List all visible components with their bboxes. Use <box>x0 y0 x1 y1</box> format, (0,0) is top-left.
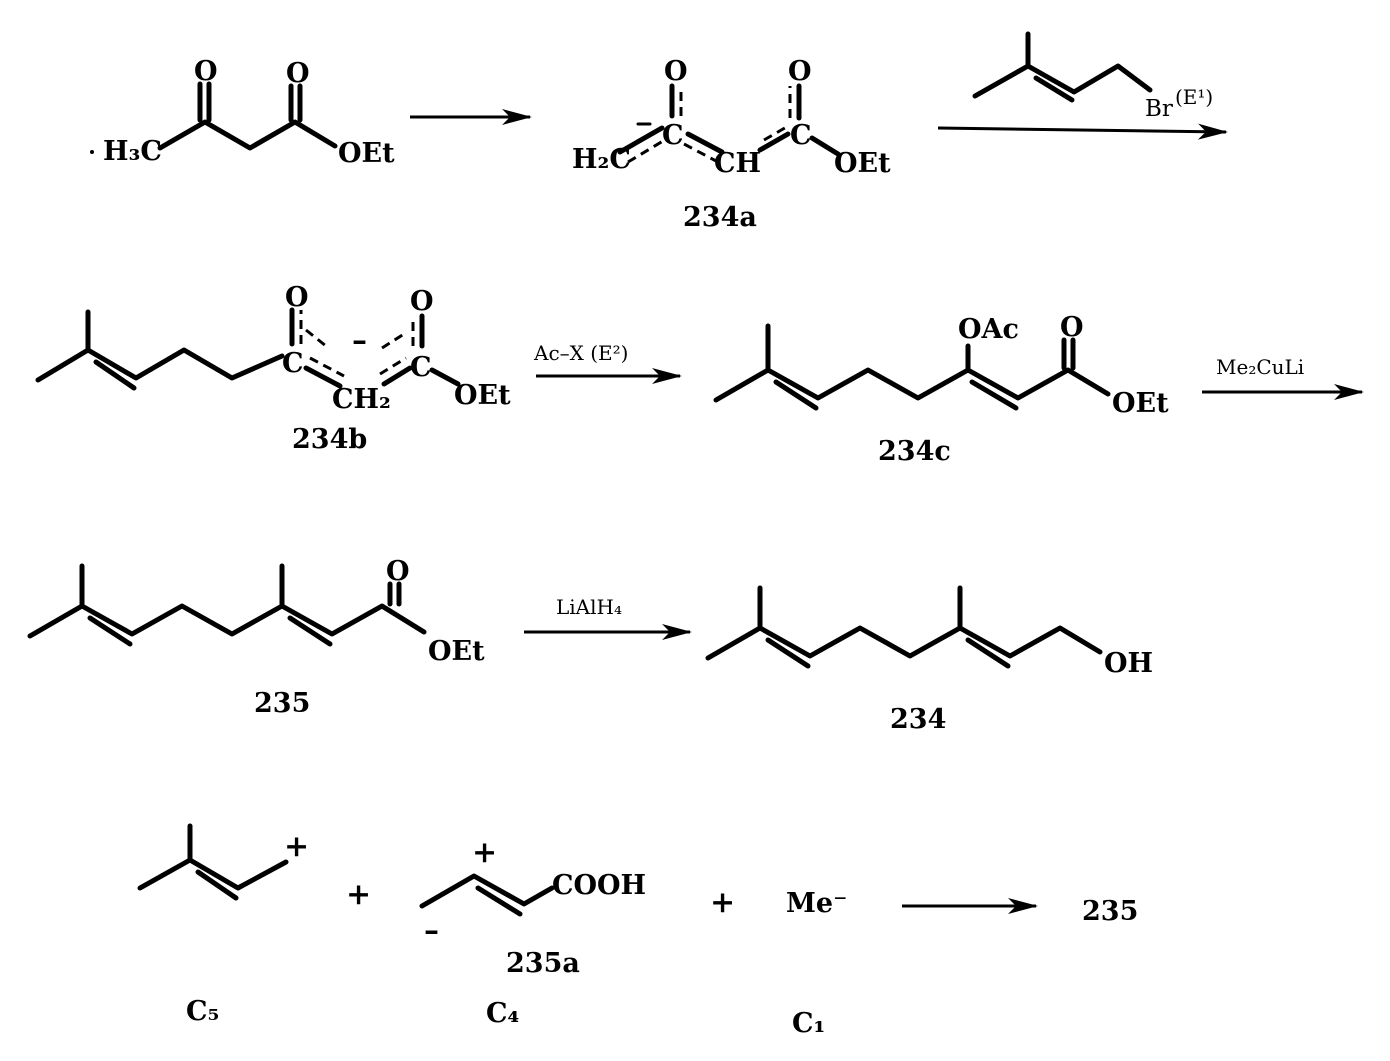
235a-plus-charge: + <box>472 835 497 870</box>
prenyl-double-inner <box>1033 75 1075 103</box>
prenyl-skeleton <box>972 63 1153 99</box>
compound-label-234b: 234b <box>292 424 367 455</box>
atom-c-ketone: C <box>662 120 684 151</box>
235a-skeleton <box>419 873 555 909</box>
plus-sign-1: + <box>346 877 371 912</box>
c5-plus-charge: + <box>284 829 309 864</box>
deloc-h2c-c <box>627 136 669 164</box>
compound-label-235a: 235a <box>506 948 580 979</box>
skeleton-bonds <box>157 119 338 151</box>
plus-sign-2: + <box>710 885 735 920</box>
reagent-e1: (E¹) <box>1175 85 1213 109</box>
bond-c-ch2 <box>303 365 343 389</box>
atom-oet: OEt <box>338 138 395 169</box>
skeleton-235 <box>27 603 427 639</box>
compound-235: O OEt 235 <box>27 556 485 719</box>
methyl-anion: Me⁻ C₁ <box>786 888 847 1039</box>
fragment-c5: + C₅ <box>137 823 309 1027</box>
arrow-2 <box>937 123 1228 140</box>
atom-oac: OAc <box>958 314 1019 345</box>
atom-c-ester: C <box>790 120 812 151</box>
atom-oet-234a: OEt <box>834 148 891 179</box>
compound-235a: + – COOH 235a C₄ <box>419 835 646 1029</box>
ethyl-acetoacetate: H₃C O O OEt <box>90 56 395 169</box>
atom-me-minus: Me⁻ <box>786 888 847 919</box>
compound-234c: OAc O OEt 234c <box>713 312 1169 467</box>
fragment-label-c5: C₅ <box>186 996 219 1027</box>
deloc-ch-c <box>763 123 791 142</box>
bond-c-ch <box>685 131 725 155</box>
atom-o-ester: O <box>286 58 310 89</box>
compound-label-234a: 234a <box>683 202 757 233</box>
reagent-lialh4: LiAlH₄ <box>556 595 622 619</box>
deloc-arc-a-234b <box>305 328 327 348</box>
atom-oet-234b: OEt <box>454 380 511 411</box>
bond-c-oet-234b <box>429 367 461 387</box>
compound-234a: H₂C C O CH C O OEt 234a <box>572 56 891 233</box>
compound-label-234: 234 <box>890 704 946 735</box>
double-inner-234-a <box>765 637 811 669</box>
compound-234b: C O – CH₂ C O OEt 234b <box>35 282 511 455</box>
compound-234: OH 234 <box>705 585 1153 735</box>
atom-c-ketone-234b: C <box>282 348 304 379</box>
atom-c-ester-234b: C <box>410 352 432 383</box>
atom-oh: OH <box>1104 648 1153 679</box>
atom-h3c: H₃C <box>103 136 162 167</box>
deloc-c-ch2 <box>309 356 345 378</box>
atom-ch: CH <box>714 148 761 179</box>
skeleton-234b <box>35 347 285 383</box>
double-inner-234c-a <box>773 379 819 411</box>
fragment-label-c4: C₄ <box>486 998 519 1029</box>
reagent-acx: Ac–X (E²) <box>533 341 628 365</box>
atom-ch2: CH₂ <box>332 384 391 415</box>
double-inner-234c-b <box>969 379 1019 411</box>
235a-double-inner <box>475 885 523 917</box>
skeleton-234 <box>705 625 1103 661</box>
atom-o-ketone-234b: O <box>285 282 309 313</box>
fragment-label-c1: C₁ <box>792 1008 825 1039</box>
bond-ch2-c <box>381 365 413 387</box>
charge-minus-234b: – <box>352 323 367 358</box>
atom-oet-235: OEt <box>428 636 485 667</box>
double-inner-234-b <box>965 637 1011 669</box>
product-label-235: 235 <box>1082 896 1138 927</box>
double-inner-234b <box>93 359 137 391</box>
bond-c-oet <box>809 135 841 157</box>
double-inner-235-b <box>287 615 333 647</box>
compound-label-235: 235 <box>254 688 310 719</box>
atom-br: Br <box>1145 96 1173 122</box>
deloc-ch2-c <box>379 356 407 376</box>
atom-o-ketone: O <box>194 56 218 87</box>
atom-o-ester-235: O <box>386 556 410 587</box>
deloc-c-ch <box>683 142 719 164</box>
235a-minus-charge: – <box>424 913 439 948</box>
reagent-cuprate: Me₂CuLi <box>1216 355 1304 379</box>
prenyl-bromide: Br (E¹) <box>972 31 1213 122</box>
c5-double-inner <box>195 869 239 901</box>
atom-oet-234c: OEt <box>1112 388 1169 419</box>
atom-o-ketone-234a: O <box>664 56 688 87</box>
deloc-arc-b-234b <box>381 332 405 350</box>
skeleton-234c <box>713 367 1111 403</box>
atom-o-ester-234a: O <box>788 56 812 87</box>
atom-o-ester-234b: O <box>410 286 434 317</box>
stray-dot <box>90 150 94 154</box>
double-inner-235-a <box>87 615 133 647</box>
bond-h2c-c <box>617 125 665 155</box>
compound-label-234c: 234c <box>878 436 951 467</box>
c5-skeleton <box>137 857 289 891</box>
atom-o-ester-234c: O <box>1060 312 1084 343</box>
bond-ch-c <box>757 131 791 153</box>
atom-cooh: COOH <box>552 870 646 901</box>
